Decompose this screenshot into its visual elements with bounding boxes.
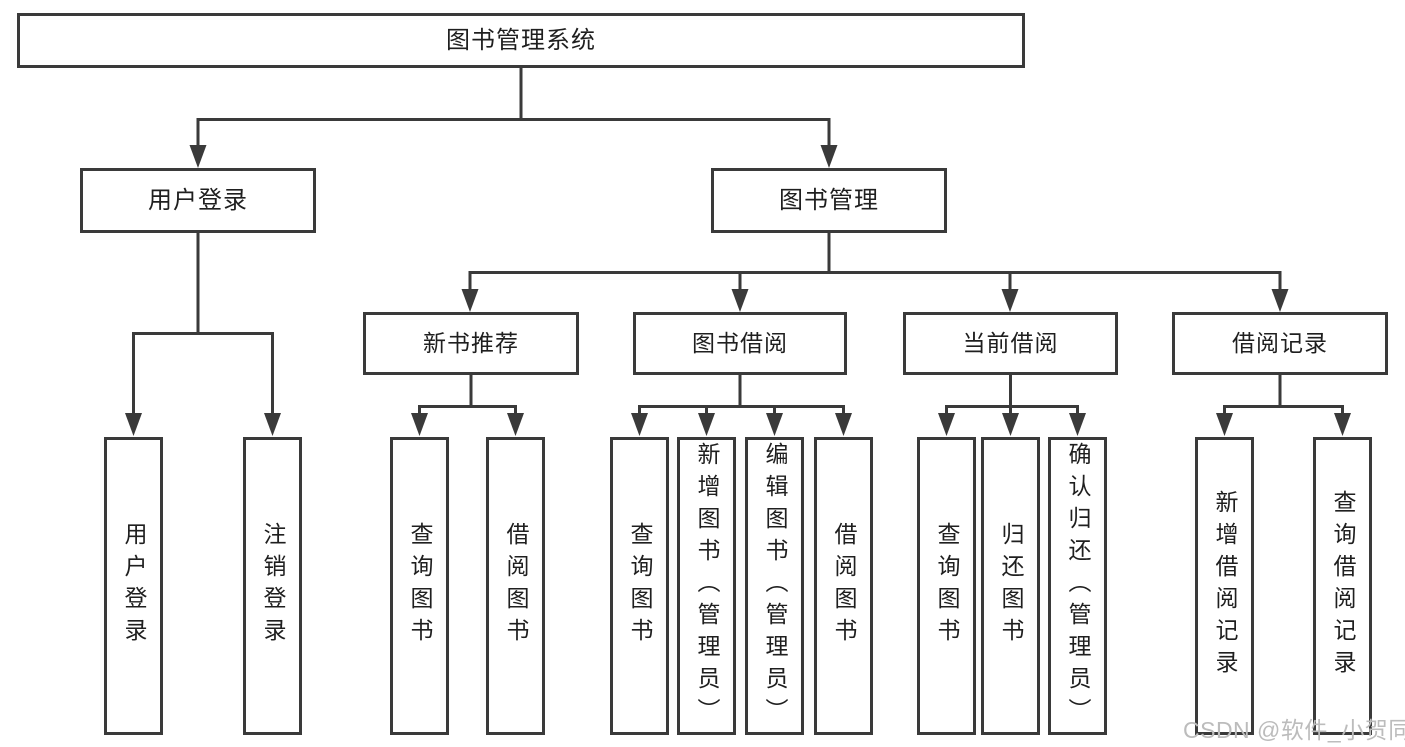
leaf-borrow-books: 借阅图书 xyxy=(486,437,545,735)
node-borrowing-records: 借阅记录 xyxy=(1172,312,1388,375)
leaf-query-books: 查询图书 xyxy=(610,437,669,735)
node-book-management: 图书管理 xyxy=(711,168,947,233)
arrow-down-icon xyxy=(411,413,428,436)
leaf-query-books: 查询图书 xyxy=(390,437,449,735)
node-root-system: 图书管理系统 xyxy=(17,13,1025,68)
arrow-down-icon xyxy=(835,413,852,436)
arrow-down-icon xyxy=(461,289,479,312)
arrow-down-icon xyxy=(1271,289,1289,312)
node-current-borrowing: 当前借阅 xyxy=(903,312,1118,375)
arrow-down-icon xyxy=(1334,413,1351,436)
leaf-query-books: 查询图书 xyxy=(917,437,976,735)
leaf-user-login: 用户登录 xyxy=(104,437,163,735)
arrow-down-icon xyxy=(698,413,715,436)
arrow-down-icon xyxy=(1001,289,1019,312)
arrow-down-icon xyxy=(820,145,838,168)
leaf-borrow-books: 借阅图书 xyxy=(814,437,873,735)
connector-path xyxy=(132,68,1344,414)
arrowheads xyxy=(125,145,1351,436)
arrow-down-icon xyxy=(631,413,648,436)
arrow-down-icon xyxy=(1002,413,1019,436)
leaf-query-borrow-record: 查询借阅记录 xyxy=(1313,437,1372,735)
leaf-confirm-return-admin: 确认归还（管理员） xyxy=(1048,437,1107,735)
watermark: CSDN @软件_小贺同学 xyxy=(1183,717,1405,743)
arrow-down-icon xyxy=(507,413,524,436)
arrow-down-icon xyxy=(766,413,783,436)
arrow-down-icon xyxy=(189,145,207,168)
leaf-logout: 注销登录 xyxy=(243,437,302,735)
node-user-login: 用户登录 xyxy=(80,168,316,233)
leaf-edit-books-admin: 编辑图书（管理员） xyxy=(745,437,804,735)
arrow-down-icon xyxy=(731,289,749,312)
node-book-borrowing: 图书借阅 xyxy=(633,312,847,375)
leaf-add-borrow-record: 新增借阅记录 xyxy=(1195,437,1254,735)
arrow-down-icon xyxy=(1069,413,1086,436)
leaf-return-books: 归还图书 xyxy=(981,437,1040,735)
arrow-down-icon xyxy=(1216,413,1233,436)
node-new-book-recommend: 新书推荐 xyxy=(363,312,579,375)
arrow-down-icon xyxy=(938,413,955,436)
arrow-down-icon xyxy=(264,413,281,436)
leaf-add-books-admin: 新增图书（管理员） xyxy=(677,437,736,735)
arrow-down-icon xyxy=(125,413,142,436)
